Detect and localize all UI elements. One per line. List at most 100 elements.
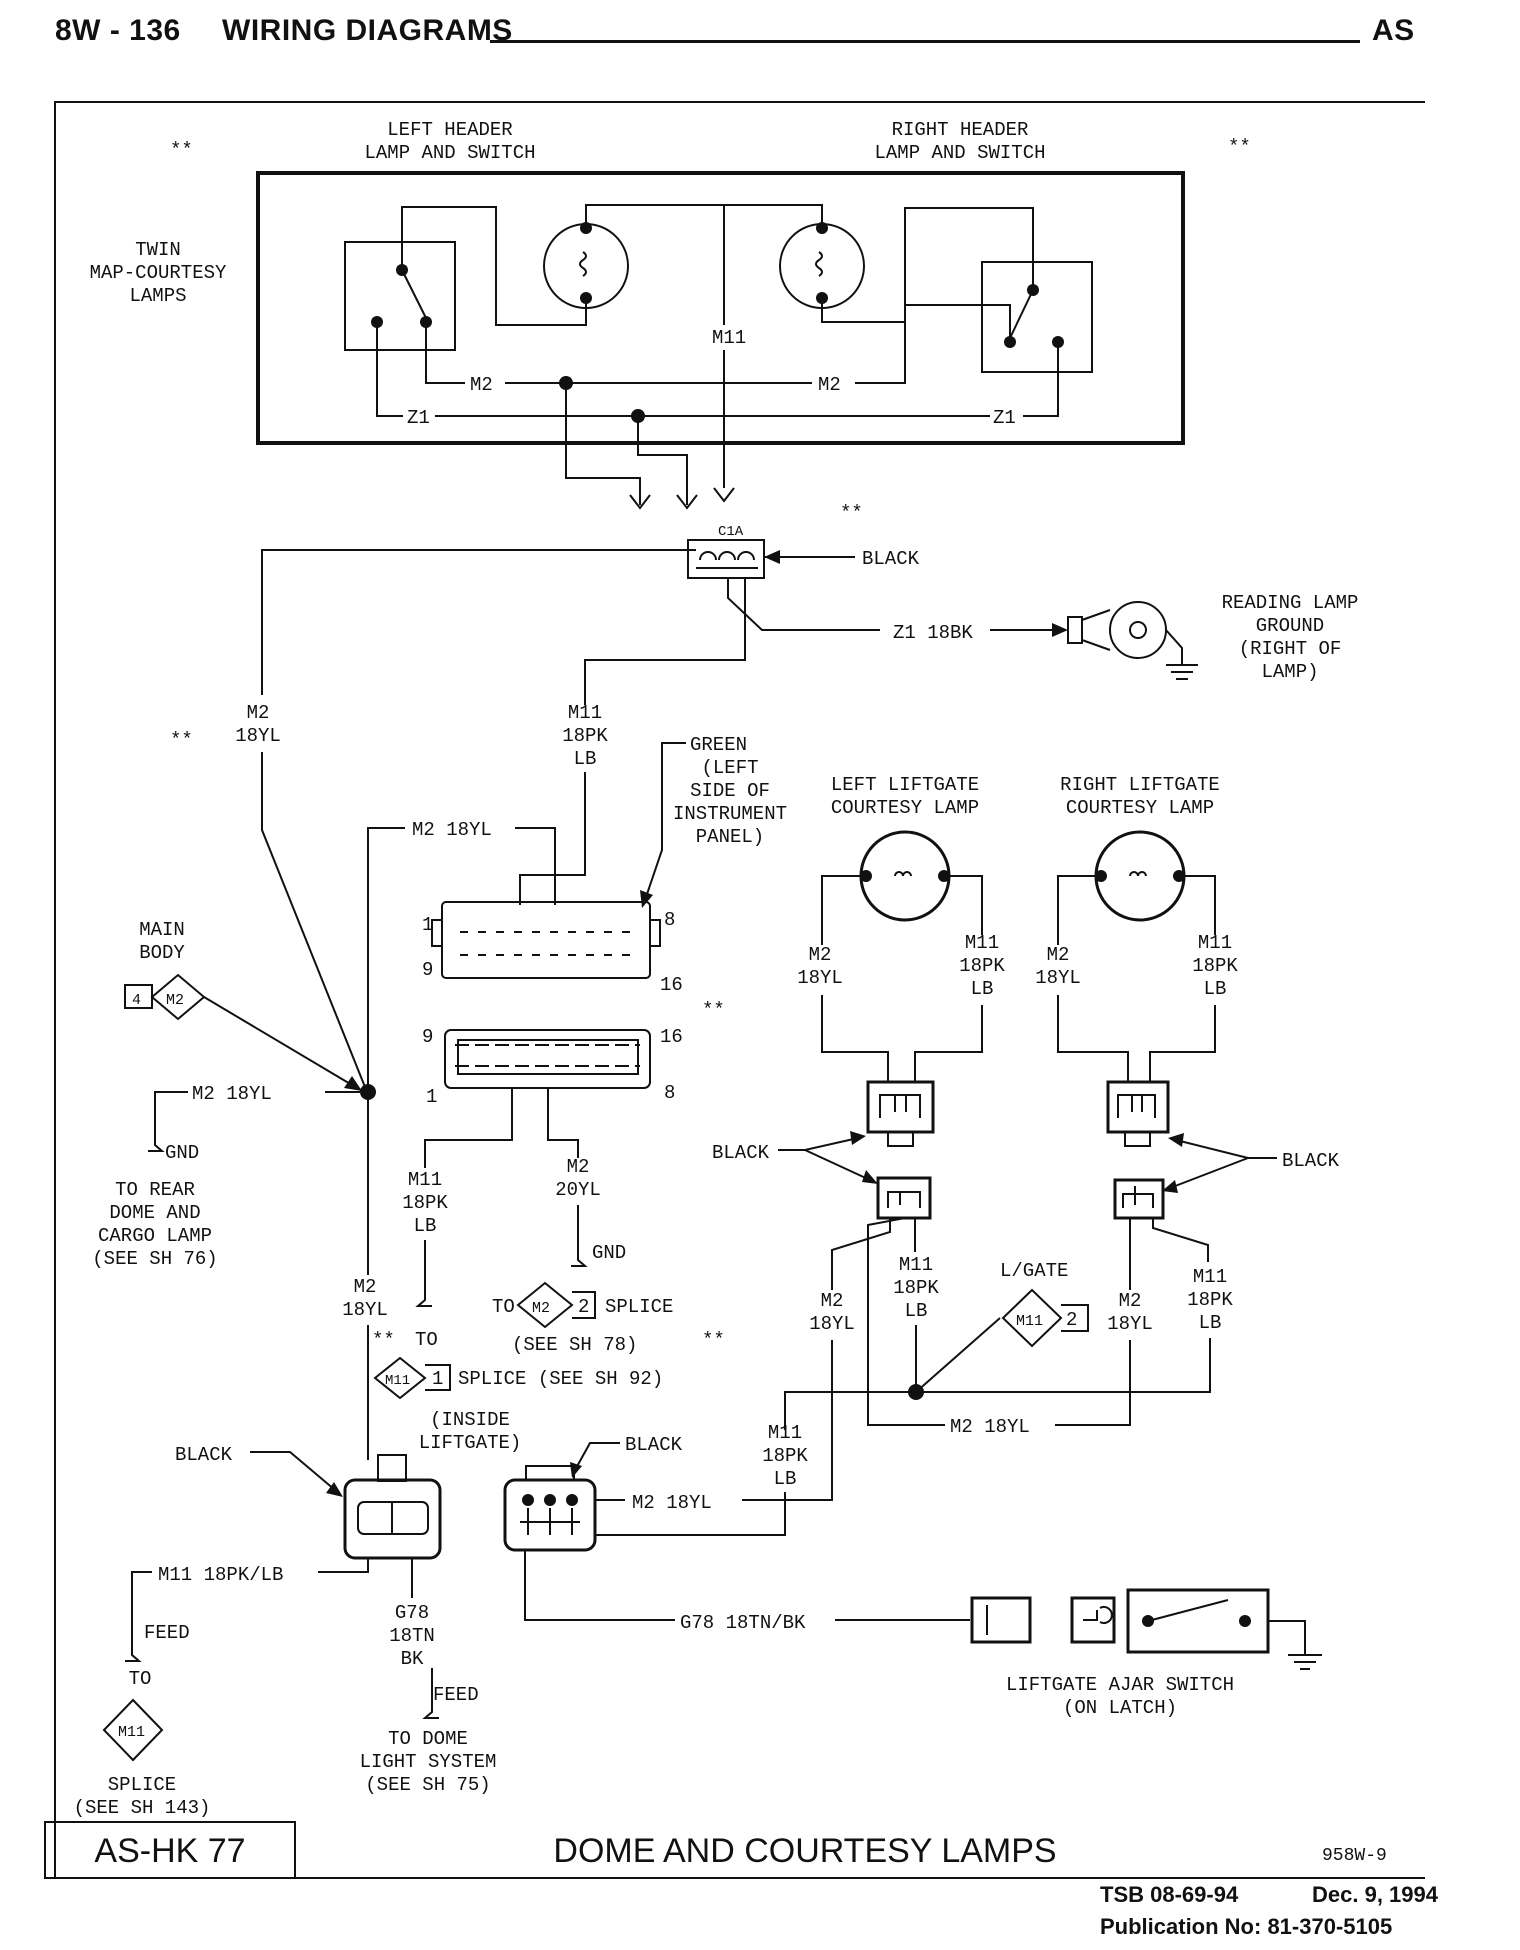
svg-text:4: 4 <box>132 992 141 1009</box>
svg-text:2: 2 <box>578 1296 589 1318</box>
pin-16-label: 16 <box>660 974 683 996</box>
main-body-label: BODY <box>139 942 185 964</box>
model-code: AS <box>1372 14 1415 47</box>
wire-m2-18yl-label: M2 18YL <box>192 1083 272 1105</box>
pin-1-label: 1 <box>426 1086 437 1108</box>
wire-lb-label: LB <box>1199 1312 1222 1334</box>
left-lamp-connector-lower <box>876 1176 932 1220</box>
wire-m11-label: M11 <box>1193 1266 1227 1288</box>
wire-bk-label: BK <box>401 1648 424 1670</box>
pin-16-label: 16 <box>660 1026 683 1048</box>
left-lamp-connector-upper <box>866 1080 935 1147</box>
to-label: TO <box>415 1329 438 1351</box>
reading-lamp-ground-label: (RIGHT OF <box>1239 638 1342 660</box>
wire-m11-label: M11 <box>899 1254 933 1276</box>
tsb-number: TSB 08-69-94 <box>1100 1882 1239 1907</box>
star-mark: ** <box>840 502 863 524</box>
wire-z1-label: Z1 <box>407 407 430 429</box>
wire-lb-label: LB <box>971 978 994 1000</box>
inside-liftgate-label: (INSIDE <box>430 1409 510 1431</box>
black-label: BLACK <box>1282 1150 1340 1172</box>
wire-18pk-label: 18PK <box>762 1445 808 1467</box>
wire-m2-label: M2 <box>821 1290 844 1312</box>
wire-18pk-label: 18PK <box>562 725 608 747</box>
wire-m2-18yl-label: M2 18YL <box>950 1416 1030 1438</box>
star-mark: ** <box>372 1329 395 1351</box>
star-mark: ** <box>1228 136 1251 158</box>
wire-m2-label: M2 <box>818 374 841 396</box>
feed-label: FEED <box>144 1622 190 1644</box>
right-header-label: LAMP AND SWITCH <box>874 142 1045 164</box>
dome-light-label: (SEE SH 75) <box>365 1774 490 1796</box>
wire-m2-label: M2 <box>354 1276 377 1298</box>
left-header-label: LEFT HEADER <box>387 119 512 141</box>
inside-liftgate-label: LIFTGATE) <box>419 1432 522 1454</box>
wire-18yl-label: 18YL <box>342 1299 388 1321</box>
liftgate-ajar-label: LIFTGATE AJAR SWITCH <box>1006 1674 1234 1696</box>
star-mark: ** <box>702 999 725 1021</box>
figure-number: 958W-9 <box>1322 1846 1387 1866</box>
rear-dome-label: TO REAR <box>115 1179 195 1201</box>
wire-m11-label: M11 <box>712 327 746 349</box>
gnd-label: GND <box>165 1142 199 1164</box>
wire-18pk-label: 18PK <box>893 1277 939 1299</box>
wire-m11-label: M11 <box>965 932 999 954</box>
page-frame <box>54 101 1425 1878</box>
wire-m2-label: M2 <box>470 374 493 396</box>
z1-18bk-label: Z1 18BK <box>893 622 973 644</box>
left-liftgate-lamp <box>859 830 951 922</box>
twin-lamps-label: LAMPS <box>129 285 186 307</box>
wire-m11-label: M11 <box>568 702 602 724</box>
reading-lamp-ground-label: READING LAMP <box>1222 592 1359 614</box>
green-connector-label: (LEFT <box>701 757 758 779</box>
liftgate-ajar-switch <box>970 1588 1270 1654</box>
right-lamp-connector-upper <box>1106 1080 1170 1147</box>
green-connector-label: INSTRUMENT <box>673 803 787 825</box>
svg-text:M2: M2 <box>532 1300 550 1317</box>
splice-78-word: SPLICE <box>605 1296 673 1318</box>
right-lamp-connector-lower <box>1113 1178 1165 1220</box>
tsb-date: Dec. 9, 1994 <box>1312 1882 1438 1907</box>
right-liftgate-label: RIGHT LIFTGATE <box>1060 774 1220 796</box>
right-map-lamp <box>779 222 865 309</box>
pin-8-label: 8 <box>664 909 675 931</box>
reading-lamp-ground-label: LAMP) <box>1261 661 1318 683</box>
right-header-label: RIGHT HEADER <box>892 119 1029 141</box>
pin-9-label: 9 <box>422 1026 433 1048</box>
diagram-title: DOME AND COURTESY LAMPS <box>553 1832 1056 1870</box>
wire-g78-full-label: G78 18TN/BK <box>680 1612 806 1634</box>
wire-m2-label: M2 <box>1119 1290 1142 1312</box>
c1-label: C1A <box>718 524 744 540</box>
svg-text:1: 1 <box>432 1368 443 1390</box>
star-mark: ** <box>702 1329 725 1351</box>
left-liftgate-label: LEFT LIFTGATE <box>831 774 979 796</box>
wire-18pk-label: 18PK <box>402 1192 448 1214</box>
wire-20yl-label: 20YL <box>555 1179 601 1201</box>
m2-splice-78 <box>516 1281 596 1329</box>
wire-lb-label: LB <box>414 1215 437 1237</box>
rear-dome-label: (SEE SH 76) <box>92 1248 217 1270</box>
header-lamp-module <box>256 171 1185 445</box>
right-liftgate-lamp <box>1094 830 1186 922</box>
wire-18yl-label: 18YL <box>1035 967 1081 989</box>
svg-text:M11: M11 <box>118 1724 145 1741</box>
m11-18pklb-label: M11 18PK/LB <box>158 1564 283 1586</box>
publication-number: Publication No: 81-370-5105 <box>1100 1914 1393 1939</box>
rear-dome-label: DOME AND <box>109 1202 200 1224</box>
wire-lb-label: LB <box>1204 978 1227 1000</box>
twin-lamps-label: TWIN <box>135 239 181 261</box>
splice-143-label: SPLICE <box>108 1774 176 1796</box>
header-rule <box>490 40 1360 43</box>
section-title: WIRING DIAGRAMS <box>222 14 513 47</box>
green-connector-label: GREEN <box>690 734 747 756</box>
wire-18pk-label: 18PK <box>959 955 1005 977</box>
reading-lamp-ground-label: GROUND <box>1256 615 1324 637</box>
pin-9-label: 9 <box>422 959 433 981</box>
green-connector-label: SIDE OF <box>690 780 770 802</box>
svg-text:2: 2 <box>1066 1309 1077 1331</box>
pin-1-label: 1 <box>422 914 433 936</box>
instrument-panel-connector-female <box>444 1029 651 1089</box>
left-liftgate-label: COURTESY LAMP <box>831 797 979 819</box>
wire-m2-18yl-label: M2 18YL <box>412 819 492 841</box>
